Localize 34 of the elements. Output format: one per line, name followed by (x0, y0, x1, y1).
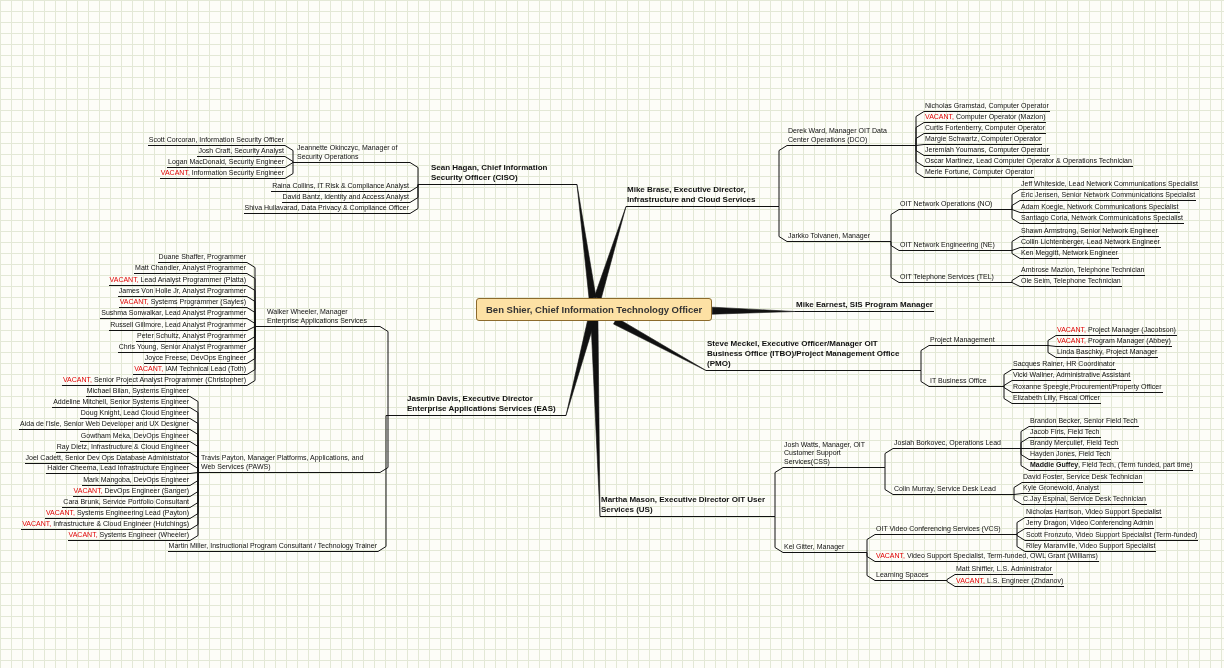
connector-line (284, 162, 297, 179)
connector-line (874, 467, 894, 495)
connector-line (906, 145, 925, 178)
connector-line (992, 209, 1021, 224)
branch-topic: Jasmin Davis, Executive Director Enterprise Applications Services (EAS) (406, 394, 566, 416)
branch-topic: Steve Meckel, Executive Officer/Manager OIT Business Office (ITBO)/Project Management Office (PMO) (706, 339, 908, 371)
connector-line (409, 184, 431, 214)
branch-topic: Mike Brase, Executive Director, Infrastructure and Cloud Services (626, 185, 763, 207)
connector-line (844, 552, 876, 581)
connector-line (995, 250, 1021, 259)
tapered-branch-line (711, 306, 796, 315)
central-topic-box: Ben Shier, Chief Information Technology Officer (476, 298, 713, 321)
connector-line (189, 472, 201, 541)
connector-line (1001, 448, 1030, 471)
connector-line (284, 145, 297, 163)
tapered-branch-line (594, 206, 627, 300)
tapered-branch-line (576, 184, 597, 299)
connector-line (907, 370, 930, 387)
connector-line (189, 463, 201, 473)
tapered-branch-line (590, 320, 601, 517)
branch-topic: Mike Earnest, SIS Program Manager (795, 300, 934, 312)
connector-line (762, 206, 788, 242)
connector-line (996, 494, 1023, 505)
connector-line (284, 156, 297, 163)
branch-topic: Sean Hagan, Chief Information Security Officer (CISO) (430, 163, 577, 185)
connector-line (995, 345, 1057, 358)
connector-line (929, 580, 956, 587)
branch-topic: Martha Mason, Executive Director OIT User Services (US) (600, 495, 767, 517)
connector-line (870, 241, 900, 283)
connector-line (246, 326, 267, 386)
connector-line (1001, 534, 1026, 552)
connector-line (987, 386, 1013, 404)
tapered-branch-line (565, 319, 595, 416)
connector-line (994, 282, 1021, 287)
